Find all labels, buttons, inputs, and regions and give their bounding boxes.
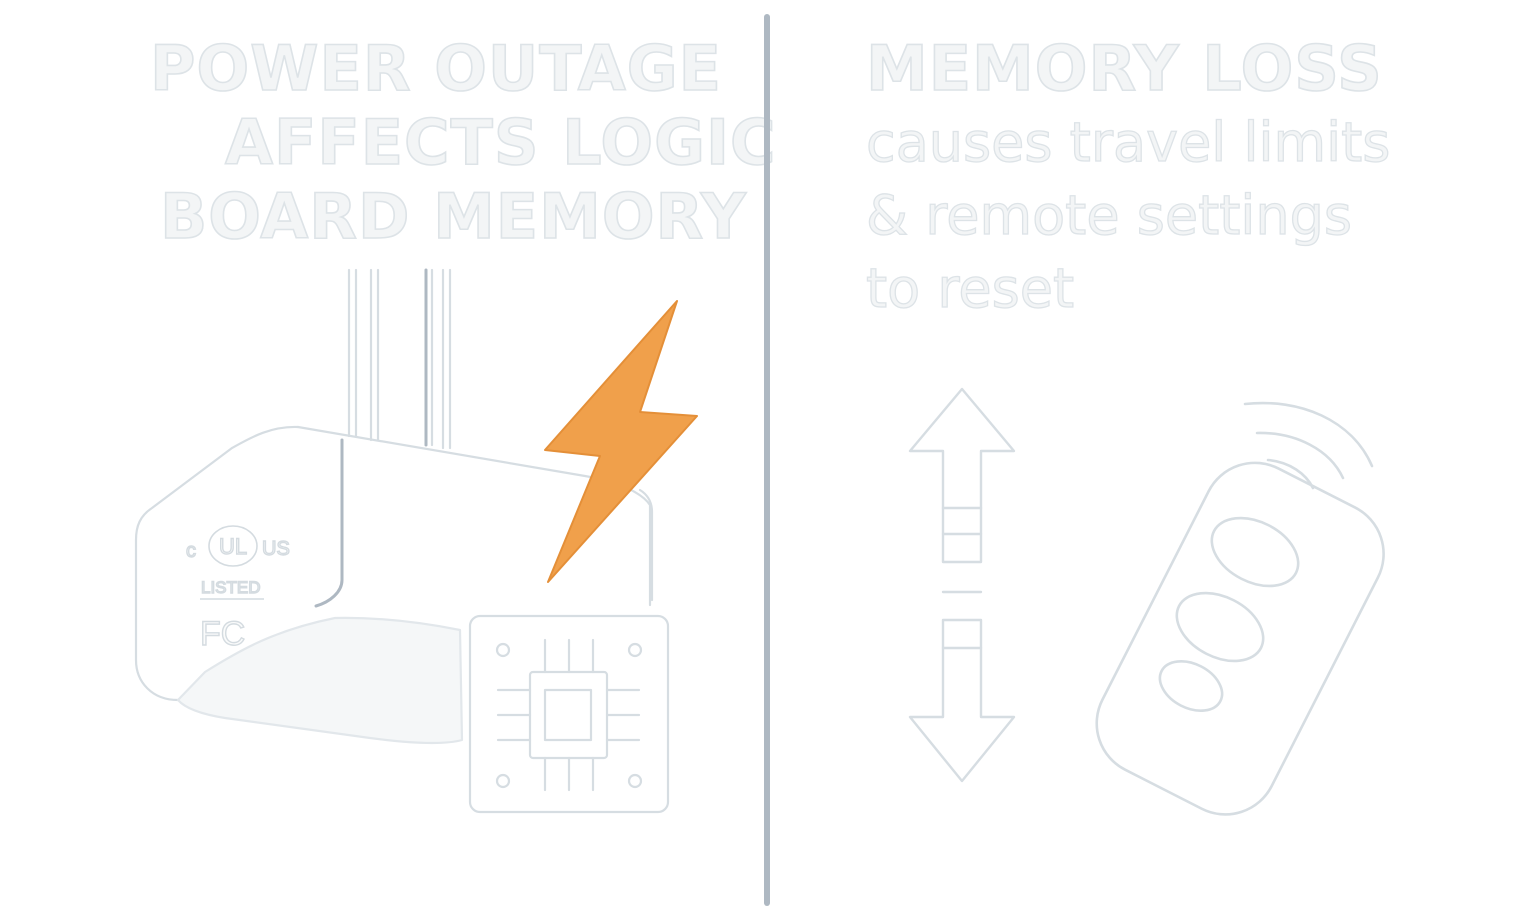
cert-us-text: US [262, 538, 290, 560]
remote-button-top [1210, 516, 1300, 588]
lightning-bolt-icon [544, 300, 698, 583]
travel-limit-arrows-icon [908, 387, 1016, 783]
remote-control-icon [1095, 461, 1385, 816]
right-heading-text: MEMORY LOSS [865, 31, 1383, 106]
remote-button-bottom [1158, 660, 1224, 712]
garage-door-opener-icon [134, 268, 654, 745]
listed-text: LISTED [201, 578, 261, 597]
up-arrow-icon [908, 387, 1016, 564]
cert-c-text: c [186, 540, 196, 562]
ul-circle [208, 525, 258, 567]
down-arrow-icon [908, 618, 1016, 783]
right-subtext-line1: causes travel limits [865, 110, 1391, 174]
panel-divider [764, 14, 770, 906]
certification-markings: c UL US LISTED FC [185, 525, 290, 654]
right-heading: MEMORY LOSS [865, 31, 1526, 106]
left-panel: POWER OUTAGE AFFECTS LOGIC BOARD MEMORY [149, 31, 777, 254]
right-subtext-line2: & remote settings [865, 183, 1353, 247]
left-heading: POWER OUTAGE AFFECTS LOGIC BOARD MEMORY [149, 31, 777, 254]
right-subtext: causes travel limits & remote settings t… [865, 106, 1486, 325]
right-panel: MEMORY LOSS causes travel limits & remot… [772, 0, 1536, 921]
left-heading-line3: BOARD MEMORY [159, 179, 747, 254]
right-subtext-line3: to reset [865, 256, 1075, 320]
logic-board-chip-icon [468, 614, 670, 814]
wireless-signal-icon [1243, 401, 1374, 490]
cert-ul-text: UL [219, 534, 247, 559]
remote-button-middle [1175, 591, 1265, 663]
fcc-text: FC [200, 615, 245, 653]
left-heading-line2: AFFECTS LOGIC [224, 105, 777, 180]
left-heading-line1: POWER OUTAGE [149, 31, 722, 106]
